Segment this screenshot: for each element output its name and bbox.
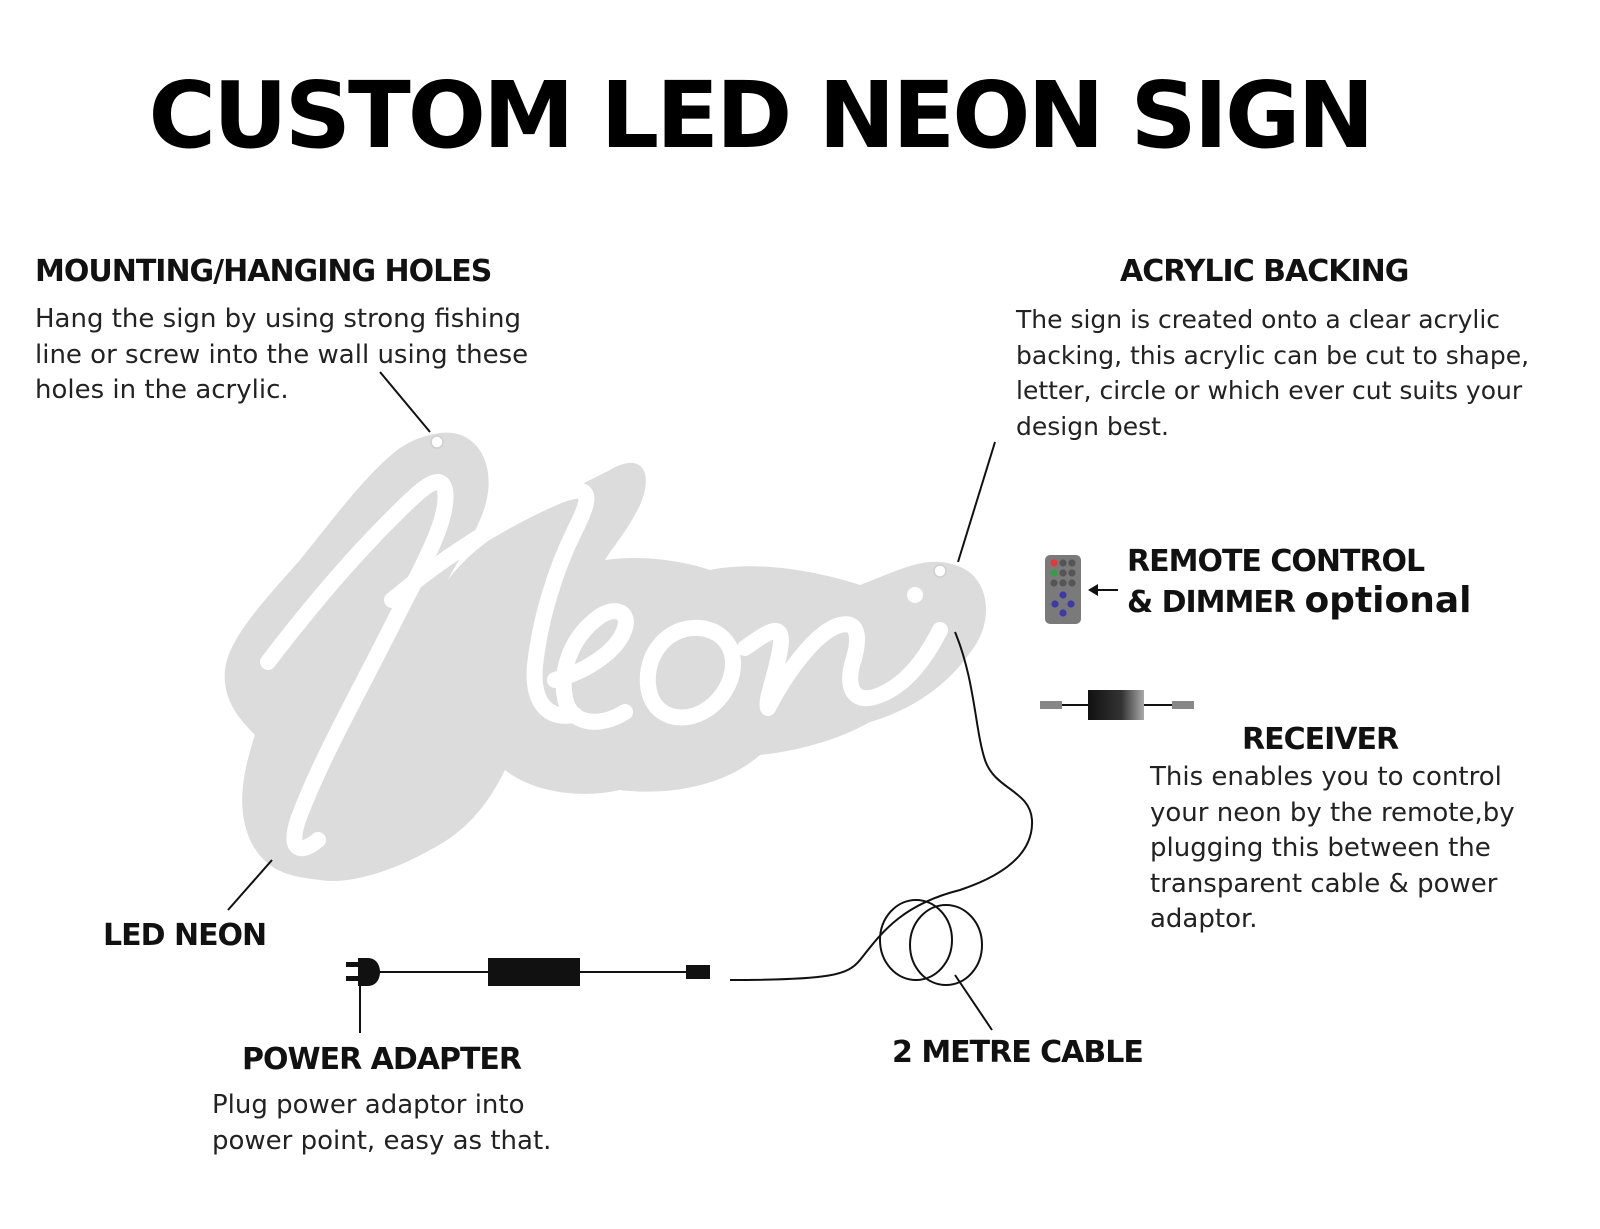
neon-letter-o (639, 619, 742, 726)
remote-button (1050, 559, 1058, 567)
plug-prong-top (346, 962, 358, 967)
neon-letter-i-dot (907, 587, 923, 603)
receiver-device (1040, 690, 1194, 720)
cable-heading: 2 METRE CABLE (892, 1035, 1144, 1070)
remote-button (1050, 569, 1058, 577)
receiver-heading: RECEIVER (1242, 722, 1399, 757)
receiver-box (1088, 690, 1144, 720)
pointer-lines (227, 371, 996, 1033)
led-neon-script (260, 474, 948, 857)
mounting-heading: MOUNTING/HANGING HOLES (35, 254, 492, 289)
plug-body (358, 958, 380, 986)
remote-heading-line1: REMOTE CONTROL (1127, 544, 1425, 579)
remote-button (1059, 609, 1067, 617)
receiver-lead-left (1040, 701, 1062, 709)
power-adapter-line: Plug power adaptor into (212, 1090, 525, 1120)
adapter-brick (488, 958, 580, 986)
dc-connector (686, 965, 710, 979)
remote-button (1068, 559, 1076, 567)
receiver-lead-right (1172, 701, 1194, 709)
mounting-line: Hang the sign by using strong fishing (35, 304, 521, 334)
neon-letter-n-stroke-2 (384, 482, 595, 724)
pointer-cable (954, 974, 993, 1031)
remote-button (1068, 579, 1076, 587)
remote-button (1059, 559, 1067, 567)
receiver-line: This enables you to control (1150, 762, 1502, 792)
remote-button (1059, 579, 1067, 587)
remote-buttons (1050, 559, 1076, 617)
acrylic-line: The sign is created onto a clear acrylic (1016, 305, 1501, 334)
acrylic-line: backing, this acrylic can be cut to shap… (1016, 340, 1530, 370)
acrylic-description: The sign is created onto a clear acrylic… (1016, 302, 1529, 444)
remote-button (1059, 591, 1067, 599)
pointer-mounting (379, 371, 431, 433)
cable-coil-2 (909, 904, 983, 986)
power-adapter-line: power point, easy as that. (212, 1125, 552, 1156)
neon-letter-e (547, 603, 634, 730)
mounting-line: line or screw into the wall using these (35, 339, 529, 370)
remote-arrow-head (1088, 584, 1098, 596)
pointer-acrylic (957, 441, 996, 563)
remote-button (1068, 569, 1076, 577)
remote-button (1067, 600, 1075, 608)
acrylic-heading: ACRYLIC BACKING (1120, 254, 1409, 289)
receiver-line: transparent cable & power (1150, 868, 1498, 899)
receiver-line: plugging this between the (1150, 833, 1491, 863)
remote-dimmer-label: & DIMMER (1127, 585, 1296, 620)
led-neon-heading: LED NEON (103, 918, 267, 953)
acrylic-line: design best. (1016, 411, 1169, 441)
acrylic-line: letter, circle or which ever cut suits y… (1016, 376, 1523, 405)
receiver-line: your neon by the remote,by (1150, 797, 1515, 828)
cable-coil-1 (879, 899, 953, 981)
pointer-led-neon (227, 859, 273, 911)
mounting-description: Hang the sign by using strong fishing li… (35, 302, 528, 409)
mounting-hole-left (430, 435, 444, 449)
remote-control-icon (1045, 555, 1118, 624)
power-adapter-heading: POWER ADAPTER (242, 1042, 522, 1077)
neon-letter-n (260, 474, 454, 857)
transparent-cable (729, 631, 1034, 986)
remote-optional-label: optional (1304, 580, 1472, 621)
remote-button (1059, 569, 1067, 577)
power-adapter-assembly (346, 958, 710, 986)
remote-heading-line2: & DIMMER optional (1127, 580, 1471, 621)
remote-button (1051, 600, 1059, 608)
receiver-description: This enables you to control your neon by… (1150, 760, 1515, 938)
mounting-hole-right (933, 564, 947, 578)
neon-letter-n2 (737, 616, 948, 716)
receiver-line: adaptor. (1150, 904, 1258, 934)
cable-line (729, 631, 1034, 981)
power-adapter-description: Plug power adaptor into power point, eas… (212, 1088, 551, 1159)
plug-prong-bottom (346, 976, 358, 981)
mounting-line: holes in the acrylic. (35, 375, 289, 405)
remote-button (1050, 579, 1058, 587)
page-title: CUSTOM LED NEON SIGN (148, 62, 1375, 169)
